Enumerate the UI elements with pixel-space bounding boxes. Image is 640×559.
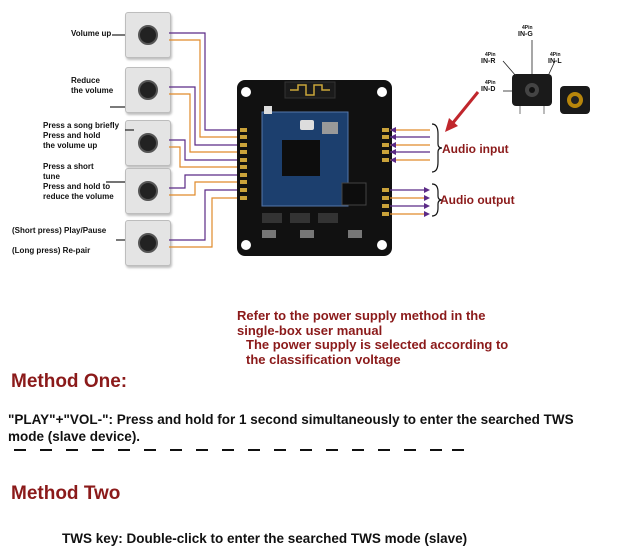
switch-cap: [138, 181, 158, 201]
arrow-head: [390, 127, 396, 133]
switch-volume-down[interactable]: [125, 67, 171, 113]
arrow-head: [424, 195, 430, 201]
wiring-diagram: [106, 32, 590, 256]
led: [264, 106, 272, 114]
mount-hole: [377, 240, 387, 250]
audio-input-bracket: [431, 123, 443, 173]
small-component: [262, 230, 276, 238]
small-component: [290, 213, 310, 223]
jack-pin-g-label: IN-G: [518, 31, 533, 38]
switch-cap: [138, 80, 158, 100]
short-tune-label: Press a short tune Press and hold to red…: [43, 162, 114, 201]
pin: [382, 143, 389, 147]
small-component: [262, 213, 282, 223]
arrow-head: [390, 142, 396, 148]
mount-hole: [377, 87, 387, 97]
pin: [240, 135, 247, 139]
wire-volume-down-board: [169, 86, 240, 146]
pin: [382, 212, 389, 216]
wire-volume-down-gnd: [169, 93, 240, 153]
small-component: [348, 230, 362, 238]
wire-prev-gnd: [169, 181, 240, 196]
pin: [240, 150, 247, 154]
pin: [382, 158, 389, 162]
wire-play-gnd: [169, 197, 240, 248]
pin: [382, 188, 389, 192]
small-component: [318, 213, 338, 223]
crystal: [300, 120, 314, 130]
jack-pin-small-label: 4Pin: [550, 52, 561, 58]
pin: [240, 173, 247, 177]
jack-pin-d-label: IN-D: [481, 86, 496, 93]
wire-volume-up-board: [169, 32, 240, 131]
audio-input-label: Audio input: [442, 142, 509, 156]
method-two-text: TWS key: Double-click to enter the searc…: [62, 531, 468, 546]
play-song-label: Press a song briefly Press and hold the …: [43, 121, 120, 150]
bt-chip-small: [322, 122, 338, 134]
power-note-1: Refer to the power supply method in the …: [237, 308, 486, 338]
red-arrow-line: [450, 91, 480, 125]
arrow-head: [390, 157, 396, 163]
switch-cap: [138, 25, 158, 45]
leader-line: [547, 60, 556, 77]
volume-up-label: Volume up: [71, 29, 112, 38]
wire-prev-board: [169, 174, 240, 189]
jack-pin-small-label: 4Pin: [485, 52, 496, 58]
audio-jack-front: [512, 74, 552, 114]
jack-pin-r-label: IN-R: [481, 58, 496, 65]
pin: [240, 143, 247, 147]
jack-pin-l-label: IN-L: [548, 58, 562, 65]
pin: [240, 128, 247, 132]
arrow-head: [390, 134, 396, 140]
audio-output-label: Audio output: [440, 193, 515, 207]
jack-pin-small-label: 4Pin: [485, 80, 496, 86]
pin: [240, 165, 247, 169]
mount-hole: [241, 240, 251, 250]
pin: [240, 188, 247, 192]
pin: [240, 158, 247, 162]
jack-pin-small-label: 4Pin: [522, 25, 533, 31]
pin: [240, 180, 247, 184]
arrow-head: [424, 211, 430, 217]
pin: [382, 196, 389, 200]
pin: [382, 128, 389, 132]
reduce-volume-label: Reduce the volume: [71, 76, 114, 95]
audio-output-bracket: [431, 183, 443, 217]
mount-hole: [241, 87, 251, 97]
wire-volume-up-gnd: [169, 39, 240, 138]
switch-prev-song[interactable]: [125, 168, 171, 214]
pin: [382, 204, 389, 208]
switch-cap: [138, 133, 158, 153]
antenna-trace: [290, 84, 330, 96]
pin: [382, 150, 389, 154]
red-arrow-head: [445, 118, 458, 132]
wire-next-board: [169, 139, 240, 161]
method-one-title: Method One:: [11, 371, 128, 392]
pin: [240, 196, 247, 200]
ic-chip: [341, 182, 367, 206]
pin: [382, 135, 389, 139]
leader-line: [502, 60, 517, 77]
method-one-text: "PLAY"+"VOL-": Press and hold for 1 seco…: [8, 412, 574, 444]
small-component: [300, 230, 314, 238]
bt-chip: [282, 140, 320, 176]
audio-jack-side: [560, 86, 590, 114]
switch-play-pause[interactable]: [125, 220, 171, 266]
switch-cap: [138, 233, 158, 253]
switch-volume-up[interactable]: [125, 12, 171, 58]
method-two-title: Method Two: [11, 483, 121, 504]
arrow-head: [424, 187, 430, 193]
arrow-head: [390, 149, 396, 155]
play-pause-label: (Short press) Play/Pause (Long press) Re…: [12, 226, 107, 255]
power-note-2: The power supply is selected according t…: [246, 337, 509, 367]
arrow-head: [424, 203, 430, 209]
switch-next-song[interactable]: [125, 120, 171, 166]
wire-next-gnd: [169, 146, 240, 168]
wire-play-board: [169, 189, 240, 241]
